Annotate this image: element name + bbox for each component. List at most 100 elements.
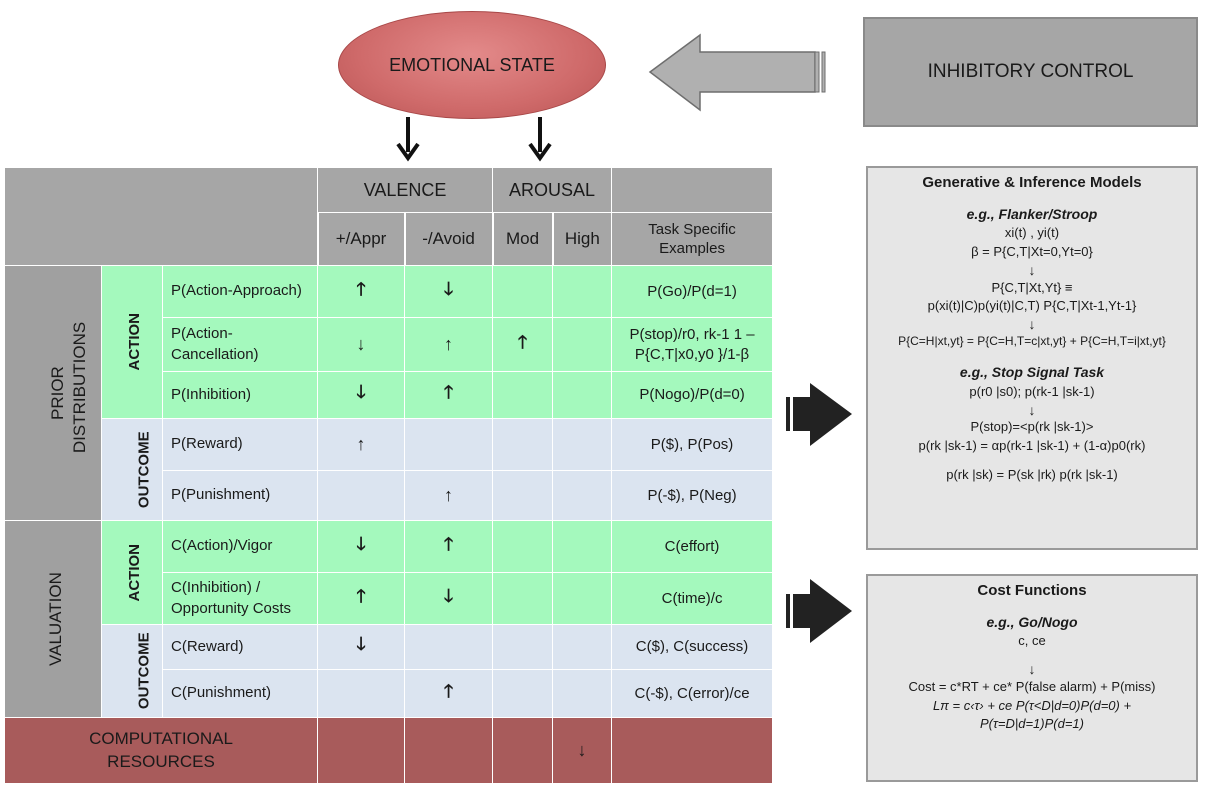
avoid-arrow: 🡓 (404, 265, 494, 318)
appr-cell (317, 470, 406, 521)
formula-lpi-1: Lπ = c‹τ› + ce P(τ<D|d=0)P(d=0) + (932, 697, 1132, 713)
generative-title: Generative & Inference Models (922, 174, 1142, 191)
action-label: ACTION (126, 543, 143, 602)
formula-prk: p(rk |sk-1) = αp(rk-1 |sk-1) + (1-α)p0(r… (918, 438, 1146, 454)
appr-arrow: 🡑 (317, 265, 406, 318)
formula-pct: P{C,T|Xt,Yt} ≡ (991, 279, 1073, 295)
formula-cce: c, ce (1018, 633, 1046, 649)
right-block-arrow-icon (782, 383, 852, 446)
left-arrow-icon (648, 33, 826, 112)
avoid-arrow: ↑ (404, 470, 494, 521)
outcome-label: OUTCOME (135, 632, 153, 710)
header-blank-cell (3, 167, 319, 266)
high-cell (552, 520, 613, 573)
cost-title: Cost Functions (977, 582, 1087, 599)
row-label: P(Action-Cancellation) (161, 317, 319, 372)
inhibitory-control-box: INHIBITORY CONTROL (863, 17, 1198, 127)
high-cell (552, 418, 613, 471)
avoid-cell (404, 624, 494, 670)
mod-header: Mod (491, 212, 554, 266)
appr-header: +/Appr (316, 212, 406, 266)
formula-lpi-2: P(τ=D|d=1)P(d=1) (980, 716, 1084, 732)
outcome-cell: OUTCOME (101, 624, 163, 718)
example-cell: P($), P(Pos) (611, 418, 774, 471)
avoid-header: -/Avoid (403, 212, 494, 266)
formula-cost: Cost = c*RT + ce* P(false alarm) + P(mis… (908, 678, 1156, 694)
example-cell: P(stop)/r0, rk-1 1 –P{C,T|x0,y0 }/1-β (611, 317, 774, 372)
appr-arrow: 🡓 (317, 371, 406, 419)
row-label: C(Reward) (161, 624, 319, 670)
row-label: C(Action)/Vigor (161, 520, 319, 573)
mod-cell (492, 717, 554, 784)
cost-functions-panel: Cost Functions e.g., Go/Nogo c, ce ↓ Cos… (866, 574, 1198, 782)
emotional-state-label: EMOTIONAL STATE (389, 54, 555, 75)
formula-beta: β = P{C,T|Xt=0,Yt=0} (971, 243, 1093, 259)
row-label: P(Punishment) (161, 470, 319, 521)
mod-cell (492, 572, 554, 625)
row-label: P(Action-Approach) (161, 265, 319, 318)
outcome-cell: OUTCOME (101, 418, 163, 521)
emotion-matrix-table: VALENCE AROUSAL +/Appr -/Avoid Mod High … (3, 167, 774, 784)
avoid-arrow: ↑ (404, 317, 494, 372)
example-cell: P(-$), P(Neg) (611, 470, 774, 521)
example-cell: C($), C(success) (611, 624, 774, 670)
appr-cell (317, 717, 406, 784)
avoid-arrow: 🡑 (404, 669, 494, 718)
valuation-cell: VALUATION (4, 520, 102, 718)
down-arrow-icon (528, 117, 552, 162)
row-label: C(Inhibition) / Opportunity Costs (161, 572, 319, 625)
row-label: C(Punishment) (161, 669, 319, 718)
high-header: High (551, 212, 613, 266)
avoid-cell (404, 717, 494, 784)
mod-cell (492, 520, 554, 573)
task-examples-header: Task Specific Examples (611, 212, 774, 266)
action-cell: ACTION (101, 520, 163, 625)
inhibitory-control-label: INHIBITORY CONTROL (927, 61, 1134, 82)
computational-resources-label: COMPUTATIONAL RESOURCES (89, 728, 233, 771)
prior-distributions-label: PRIOR DISTRIBUTIONS (47, 321, 89, 453)
high-cell (552, 371, 613, 419)
mod-cell (492, 624, 554, 670)
appr-cell (317, 669, 406, 718)
down-arrow-icon (396, 117, 420, 162)
high-cell (552, 669, 613, 718)
high-cell (552, 265, 613, 318)
action-cell: ACTION (101, 265, 163, 419)
example-cell: C(effort) (611, 520, 774, 573)
mod-cell (492, 265, 554, 318)
header-blank-right (611, 167, 774, 213)
appr-arrow: ↓ (317, 317, 406, 372)
outcome-label: OUTCOME (135, 431, 153, 508)
formula-pch: P{C=H|xt,yt} = P{C=H,T=c|xt,yt} + P{C=H,… (898, 334, 1166, 349)
computational-resources-cell: COMPUTATIONAL RESOURCES (3, 717, 319, 784)
mod-cell (492, 418, 554, 471)
formula-pstop: P(stop)=<p(rk |sk-1)> (970, 419, 1094, 435)
high-cell (552, 624, 613, 670)
formula-prksk: p(rk |sk) = P(sk |rk) p(rk |sk-1) (946, 467, 1118, 483)
example-cell: C(time)/c (611, 572, 774, 625)
down-arrow-icon: ↓ (1028, 660, 1036, 677)
formula-xy: xi(t) , yi(t) (1004, 225, 1060, 241)
high-cell (552, 572, 613, 625)
formula-pr0: p(r0 |s0); p(rk-1 |sk-1) (969, 383, 1095, 399)
right-block-arrow-icon (782, 579, 852, 643)
high-cell (552, 317, 613, 372)
avoid-arrow: 🡑 (404, 371, 494, 419)
arousal-header: AROUSAL (492, 167, 613, 213)
avoid-arrow: 🡓 (404, 572, 494, 625)
valence-header: VALENCE (317, 167, 494, 213)
row-label: P(Inhibition) (161, 371, 319, 419)
appr-arrow: 🡓 (317, 520, 406, 573)
formula-pct2: p(xi(t)|C)p(yi(t)|C,T) P{C,T|Xt-1,Yt-1} (927, 298, 1137, 314)
example-cell (611, 717, 774, 784)
action-label: ACTION (126, 313, 143, 371)
example-cell: P(Go)/P(d=1) (611, 265, 774, 318)
down-arrow-icon: ↓ (1028, 401, 1036, 418)
valuation-label: VALUATION (45, 572, 65, 666)
appr-arrow: 🡑 (317, 572, 406, 625)
mod-cell (492, 371, 554, 419)
emotional-state-ellipse: EMOTIONAL STATE (338, 11, 606, 119)
mod-cell (492, 470, 554, 521)
avoid-arrow: 🡑 (404, 520, 494, 573)
